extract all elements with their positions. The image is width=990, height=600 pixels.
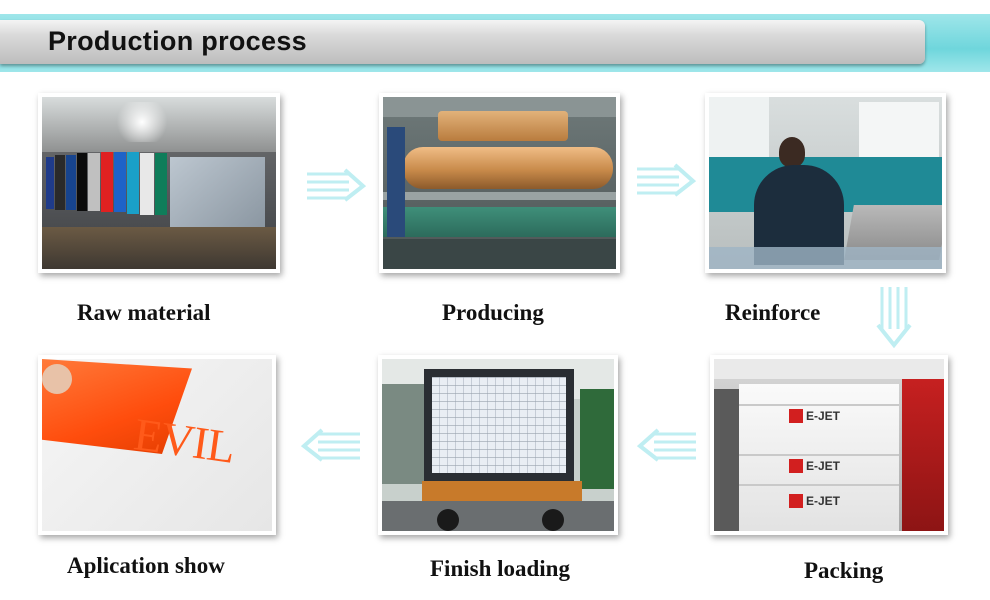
caption-application-show: Aplication show [67,553,225,578]
caption-packing: Packing [804,558,884,583]
page-title: Production process [48,26,307,56]
box-brand-label: E-JET [806,409,841,423]
photo-raw-material [38,93,280,273]
photo-reinforce [705,93,946,273]
caption-raw-material: Raw material [77,300,211,325]
arrow-left-icon [300,428,360,462]
photo-producing [379,93,620,273]
caption-finish-loading: Finish loading [430,556,570,581]
arrow-down-icon [876,287,912,349]
arrow-left-icon [636,428,696,462]
arrow-right-icon [307,168,367,202]
sample-cut-text: EVIL [130,408,238,473]
caption-reinforce: Reinforce [725,300,821,325]
photo-packing: E-JET E-JET E-JET [710,355,948,535]
box-brand-label-3: E-JET [806,494,841,508]
header-banner [0,20,925,64]
box-brand-label-2: E-JET [806,459,841,473]
photo-finish-loading [378,355,618,535]
photo-application-show: EVIL [38,355,276,535]
arrow-right-icon [637,163,697,197]
caption-producing: Producing [442,300,544,325]
